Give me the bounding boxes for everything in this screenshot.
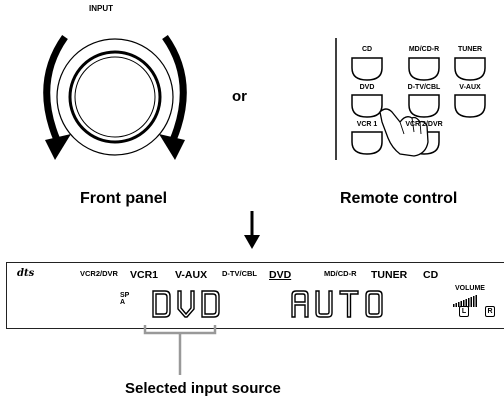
source-v-aux: V-AUX [175,269,208,281]
remote-control-label: Remote control [340,190,458,207]
front-panel-label: Front panel [80,190,168,207]
remote-label-v-aux: V-AUX [459,84,481,91]
remote-control-panel [335,38,486,160]
clockwise-arrow-icon [162,34,187,142]
source-md-cd-r: MD/CD-R [324,269,357,278]
remote-label-cd: CD [361,46,373,53]
main-readout-dvd [152,290,220,318]
source-dvd-selected: DVD [269,269,292,281]
remote-button-dvd [351,94,383,118]
remote-label-vcr1: VCR 1 [356,121,378,128]
speaker-indicator: SP A [120,292,130,306]
source-d-tv-cbl: D-TV/CBL [222,269,257,278]
dts-logo: dts [17,268,35,279]
down-arrow-icon [244,211,260,249]
remote-label-vcr2-dvr: VCR 2/DVR [405,121,443,128]
remote-button-d-tv-cbl [408,94,440,118]
remote-button-md-cd-r [408,57,440,81]
remote-label-md-cd-r: MD/CD-R [408,46,440,53]
source-cd: CD [423,269,439,281]
remote-label-tuner: TUNER [457,46,483,53]
source-vcr1: VCR1 [130,269,159,281]
selection-bracket [143,325,217,375]
input-knob[interactable] [25,22,200,172]
left-channel-indicator: L [459,306,469,317]
source-vcr2-dvr: VCR2/DVR [80,269,118,278]
volume-level-icon [453,295,477,307]
volume-label: VOLUME [455,285,485,292]
remote-button-v-aux [454,94,486,118]
front-display: dts VCR2/DVR VCR1 V-AUX D-TV/CBL DVD MD/… [6,262,504,329]
or-label: or [232,88,247,105]
finger-icon [379,108,429,157]
remote-label-dvd: DVD [359,84,375,91]
remote-button-cd [351,57,383,81]
counterclockwise-arrow-icon [43,34,68,142]
input-label: INPUT [89,4,113,13]
source-tuner: TUNER [371,269,408,281]
selected-input-source-caption: Selected input source [125,380,281,397]
mode-readout-auto [291,290,383,318]
right-channel-indicator: R [485,306,495,317]
remote-button-tuner [454,57,486,81]
remote-label-d-tv-cbl: D-TV/CBL [407,84,441,91]
remote-button-vcr1 [351,131,383,155]
